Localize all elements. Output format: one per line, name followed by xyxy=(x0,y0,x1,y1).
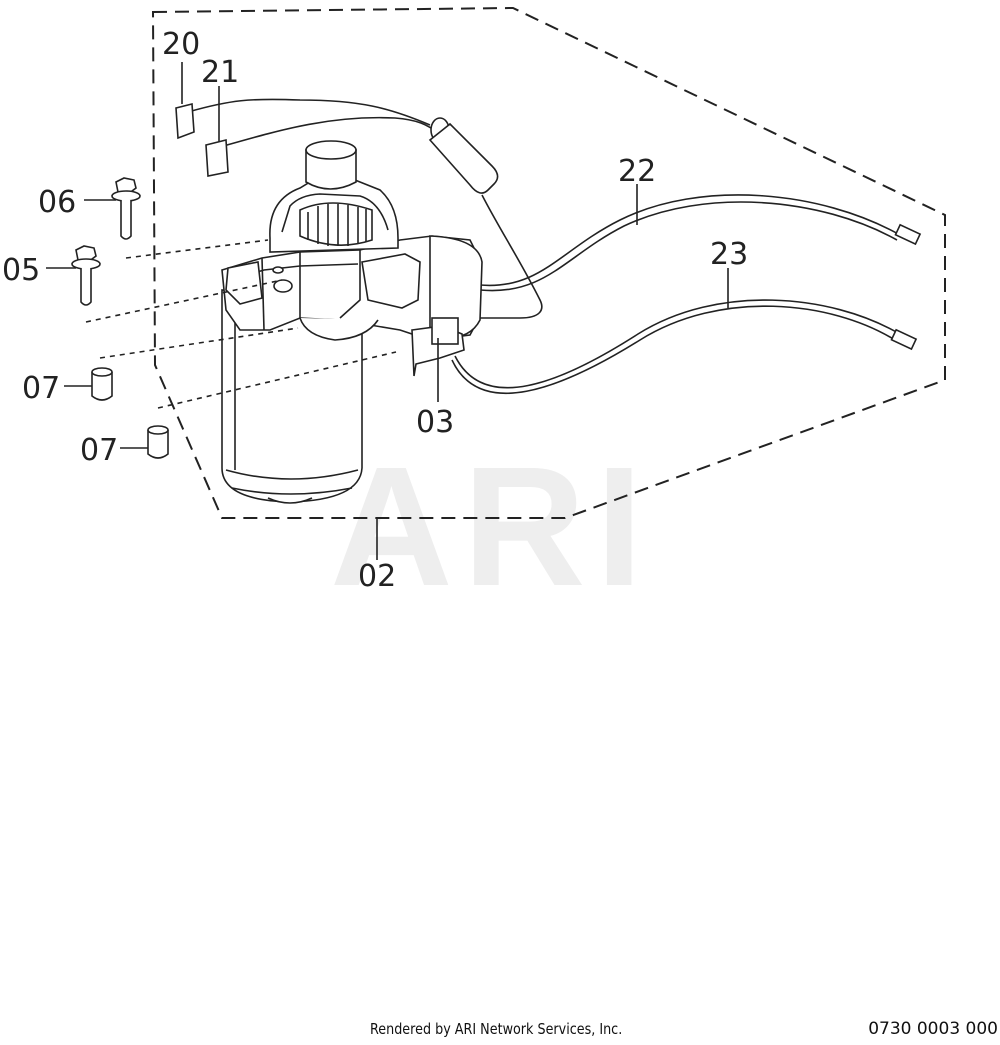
terminal-20 xyxy=(175,102,195,140)
cable-23 xyxy=(451,305,896,395)
terminal-21 xyxy=(205,138,229,177)
callout-20: 20 xyxy=(162,27,200,62)
dowel-07-upper xyxy=(91,367,113,401)
cable-22-inner xyxy=(479,201,898,292)
inline-fuse xyxy=(428,117,499,194)
leader-lines xyxy=(46,62,729,560)
bolt-06 xyxy=(111,177,141,240)
starter-motor xyxy=(221,140,483,504)
assembly-lines xyxy=(85,239,397,409)
ari-watermark: ARI xyxy=(330,432,653,622)
pinion-gear xyxy=(299,202,373,246)
dowel-07-lower xyxy=(147,425,169,459)
callout-03: 03 xyxy=(416,405,454,440)
footer-diagram-code: 0730 0003 000 xyxy=(868,1019,998,1039)
callout-02: 02 xyxy=(358,559,396,594)
callout-07-lower: 07 xyxy=(80,433,118,468)
callout-23: 23 xyxy=(710,237,748,272)
callout-22: 22 xyxy=(618,154,656,189)
callout-06: 06 xyxy=(38,185,76,220)
cable-22 xyxy=(479,194,901,287)
callout-07-upper: 07 xyxy=(22,371,60,406)
wire-harness-upper xyxy=(187,98,543,319)
cable-22-end xyxy=(894,223,922,246)
callout-05: 05 xyxy=(2,253,40,288)
bolt-05 xyxy=(71,245,101,306)
cable-23-end xyxy=(890,328,918,351)
cable-23-inner xyxy=(454,299,899,389)
footer-credit: Rendered by ARI Network Services, Inc. xyxy=(370,1020,623,1038)
callout-21: 21 xyxy=(201,55,239,90)
